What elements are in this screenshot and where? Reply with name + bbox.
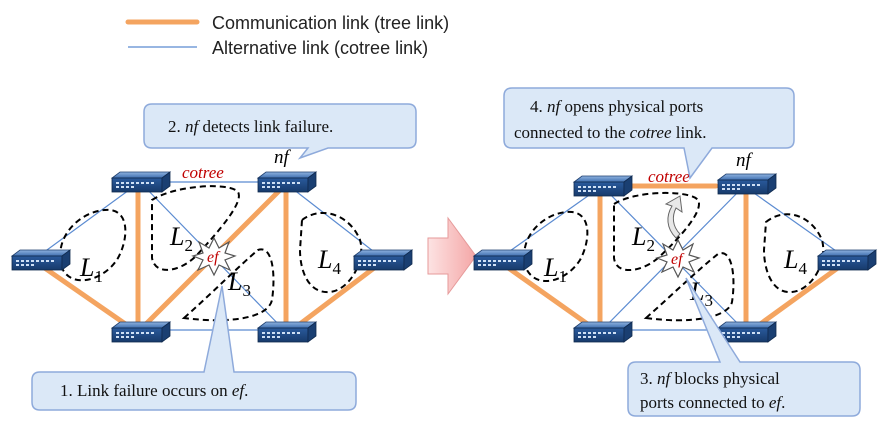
left-switch-nf-icon — [257, 171, 317, 193]
left-loop-label-2: L2 — [169, 222, 193, 255]
right-switch-east-icon — [817, 249, 877, 271]
left-loop-label-3: L3 — [227, 267, 251, 300]
left-loop-l3 — [181, 248, 275, 322]
legend-cotree-label: Alternative link (cotree link) — [212, 38, 428, 58]
legend-tree-label: Communication link (tree link) — [212, 13, 449, 33]
left-switch-sw-icon — [111, 321, 171, 343]
left-nf-label: nf — [274, 147, 292, 168]
legend: Communication link (tree link) Alternati… — [125, 13, 449, 58]
left-callout-failure: 1. Link failure occurs on ef. — [31, 285, 357, 411]
right-nf-label: nf — [736, 150, 754, 171]
left-loop-l2 — [151, 185, 240, 271]
right-open-port-arrow-icon — [664, 195, 683, 239]
right-tree-links — [497, 183, 849, 333]
left-panel: L1 L2 L3 L4 cotree nf ef 2. nf detects l… — [11, 103, 417, 411]
right-loop-label-1: L1 — [543, 253, 567, 286]
right-callout-open-line2: connected to the cotree link. — [514, 123, 706, 142]
right-switch-nw-icon — [573, 175, 633, 197]
right-switch-nf-icon — [717, 173, 777, 195]
right-loop-label-4: L4 — [783, 245, 807, 278]
right-callout-block-line2: ports connected to ef. — [640, 393, 785, 412]
left-callout-detect-text: 2. nf detects link failure. — [168, 117, 333, 136]
left-loop-label-1: L1 — [79, 253, 103, 286]
right-switch-sw-icon — [573, 321, 633, 343]
right-loop-label-3: L3 — [689, 277, 713, 310]
right-switch-se-icon — [717, 321, 777, 343]
right-panel: L1 L2 L3 L4 cotree nf ef 4. nf opens phy… — [473, 87, 877, 417]
left-switch-east-icon — [353, 249, 413, 271]
left-switch-west-icon — [11, 249, 71, 271]
left-cotree-label: cotree — [182, 163, 224, 182]
right-callout-open-line1: 4. nf opens physical ports — [530, 97, 703, 116]
left-callout-detect: 2. nf detects link failure. — [143, 103, 417, 160]
left-loop-l4 — [298, 211, 363, 294]
right-loop-l3 — [643, 252, 735, 322]
right-loop-l2 — [613, 192, 700, 272]
left-ef-label: ef — [207, 249, 221, 266]
right-cotree-label: cotree — [648, 167, 690, 186]
right-switch-west-icon — [473, 249, 533, 271]
right-callout-open: 4. nf opens physical ports connected to … — [503, 87, 795, 180]
left-callout-failure-text: 1. Link failure occurs on ef. — [60, 381, 248, 400]
right-callout-block-line1: 3. nf blocks physical — [640, 369, 780, 388]
right-loop-l1 — [523, 210, 589, 283]
transition-arrow-icon — [427, 216, 477, 296]
right-failure-burst-icon: ef — [655, 238, 701, 279]
right-callout-block: 3. nf blocks physical ports connected to… — [627, 277, 861, 417]
left-loop-label-4: L4 — [317, 245, 341, 278]
left-switch-se-icon — [257, 321, 317, 343]
right-loop-l4 — [762, 213, 825, 294]
left-switch-nw-icon — [111, 171, 171, 193]
right-loop-label-2: L2 — [631, 222, 655, 255]
left-loop-l1 — [59, 208, 127, 282]
right-ef-label: ef — [671, 251, 685, 268]
left-failure-burst-icon: ef — [191, 236, 237, 277]
